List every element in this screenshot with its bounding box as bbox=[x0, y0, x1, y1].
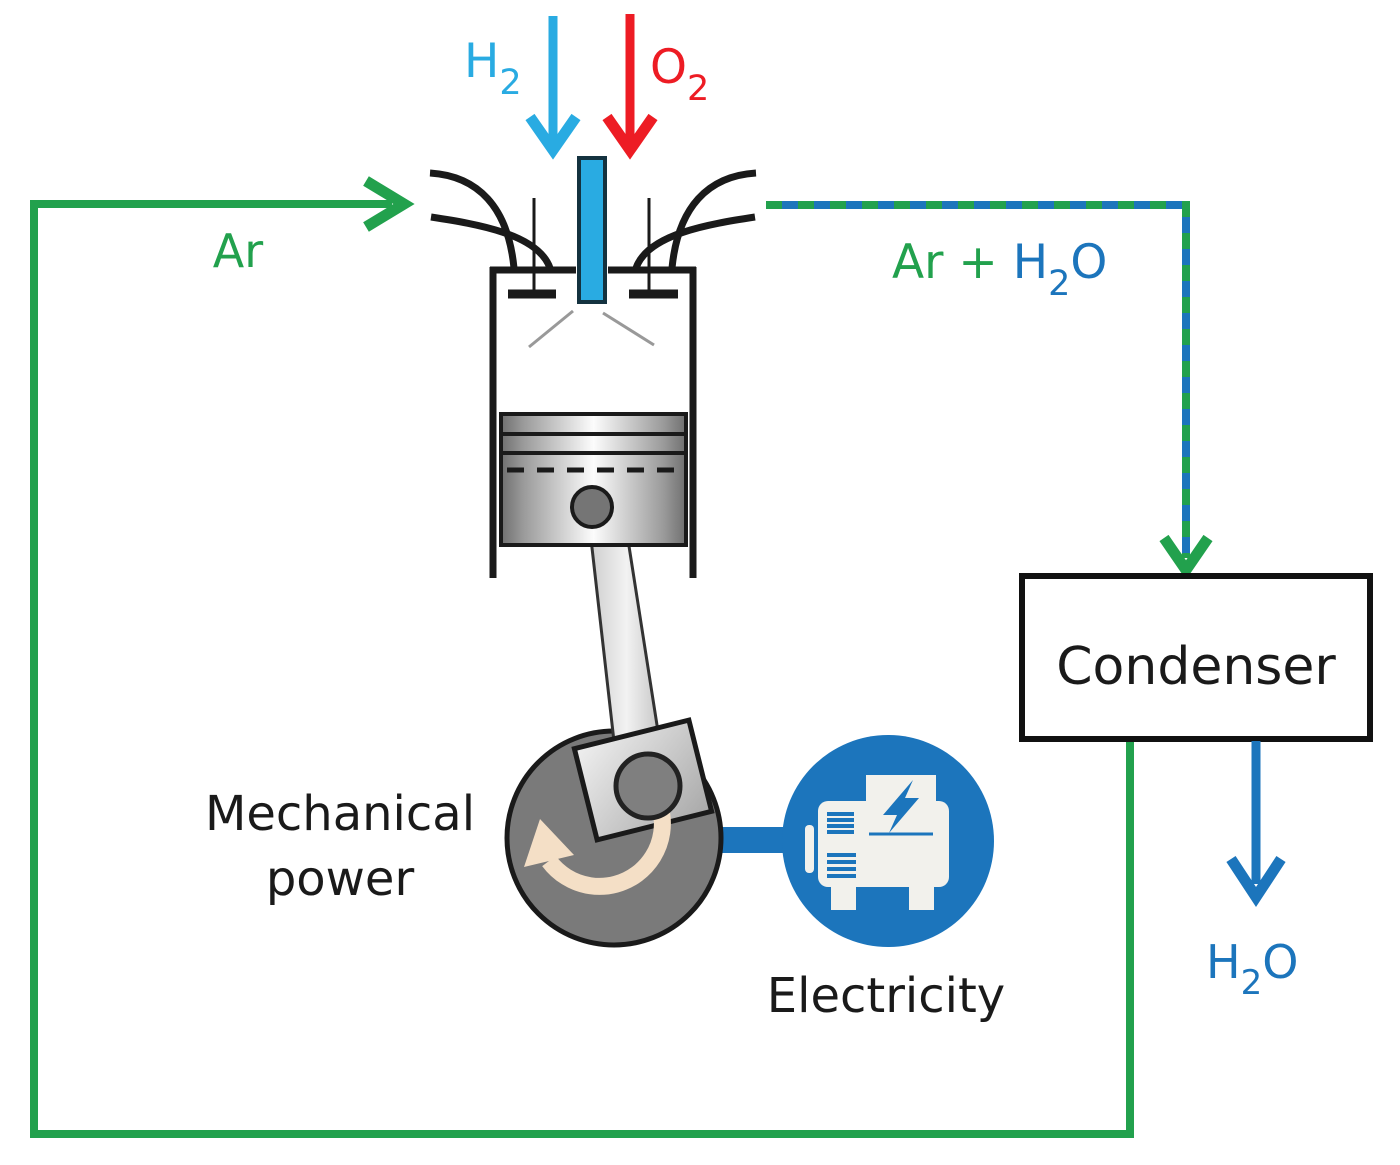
svg-text:Mechanical: Mechanical bbox=[205, 786, 475, 842]
generator-foot-right bbox=[909, 887, 934, 910]
engine-cylinder bbox=[489, 266, 697, 578]
engine-illustration bbox=[429, 156, 801, 948]
h2-inlet-arrow bbox=[525, 16, 581, 160]
mechanical-power-label: Mechanical power bbox=[205, 786, 475, 907]
valve-right bbox=[629, 198, 678, 299]
injector bbox=[577, 156, 607, 304]
ar-label: Ar bbox=[213, 224, 263, 278]
condenser: Condenser bbox=[1019, 573, 1373, 742]
intake-pipe-left bbox=[429, 169, 554, 270]
o2-inlet-arrow bbox=[602, 14, 658, 160]
generator-left-tab bbox=[805, 825, 814, 873]
condenser-box bbox=[1019, 573, 1373, 742]
generator-vents-top bbox=[827, 812, 854, 834]
o2-arrowhead-icon bbox=[602, 113, 658, 160]
spray-lines bbox=[528, 309, 655, 349]
o2-label: O2 bbox=[650, 40, 709, 109]
exhaust-pipe-right bbox=[632, 169, 757, 270]
crank-pin bbox=[613, 751, 683, 821]
h2-label: H2 bbox=[464, 34, 522, 103]
h2o-output-arrow bbox=[1226, 741, 1286, 908]
generator-vents-bottom bbox=[827, 853, 856, 878]
generator-icon bbox=[805, 775, 949, 910]
exhaust-line-green-dashes bbox=[766, 201, 1190, 558]
h2o-output-label: H2O bbox=[1206, 935, 1298, 1003]
lightning-bolt-icon bbox=[883, 780, 919, 833]
condenser-label: Condenser bbox=[1056, 637, 1336, 697]
generator-foot-left bbox=[831, 887, 856, 910]
valve-left bbox=[508, 198, 556, 299]
h2-arrowhead-icon bbox=[525, 113, 581, 160]
exhaust-line-ar-h2o bbox=[766, 201, 1213, 580]
electricity-generator-icon bbox=[782, 735, 994, 947]
ar-arrowhead-icon bbox=[363, 176, 415, 232]
wrist-pin bbox=[570, 485, 614, 529]
piston bbox=[499, 412, 688, 547]
condenser-inlet-arrowhead-icon bbox=[1159, 534, 1213, 580]
electricity-label: Electricity bbox=[767, 968, 1005, 1024]
ar-h2o-label: Ar + H2O bbox=[892, 235, 1107, 304]
h2o-arrowhead-icon bbox=[1226, 855, 1286, 908]
ar-loop-line bbox=[30, 200, 1134, 1138]
svg-text:power: power bbox=[266, 851, 415, 907]
ar-recycle-loop bbox=[30, 176, 1134, 1138]
